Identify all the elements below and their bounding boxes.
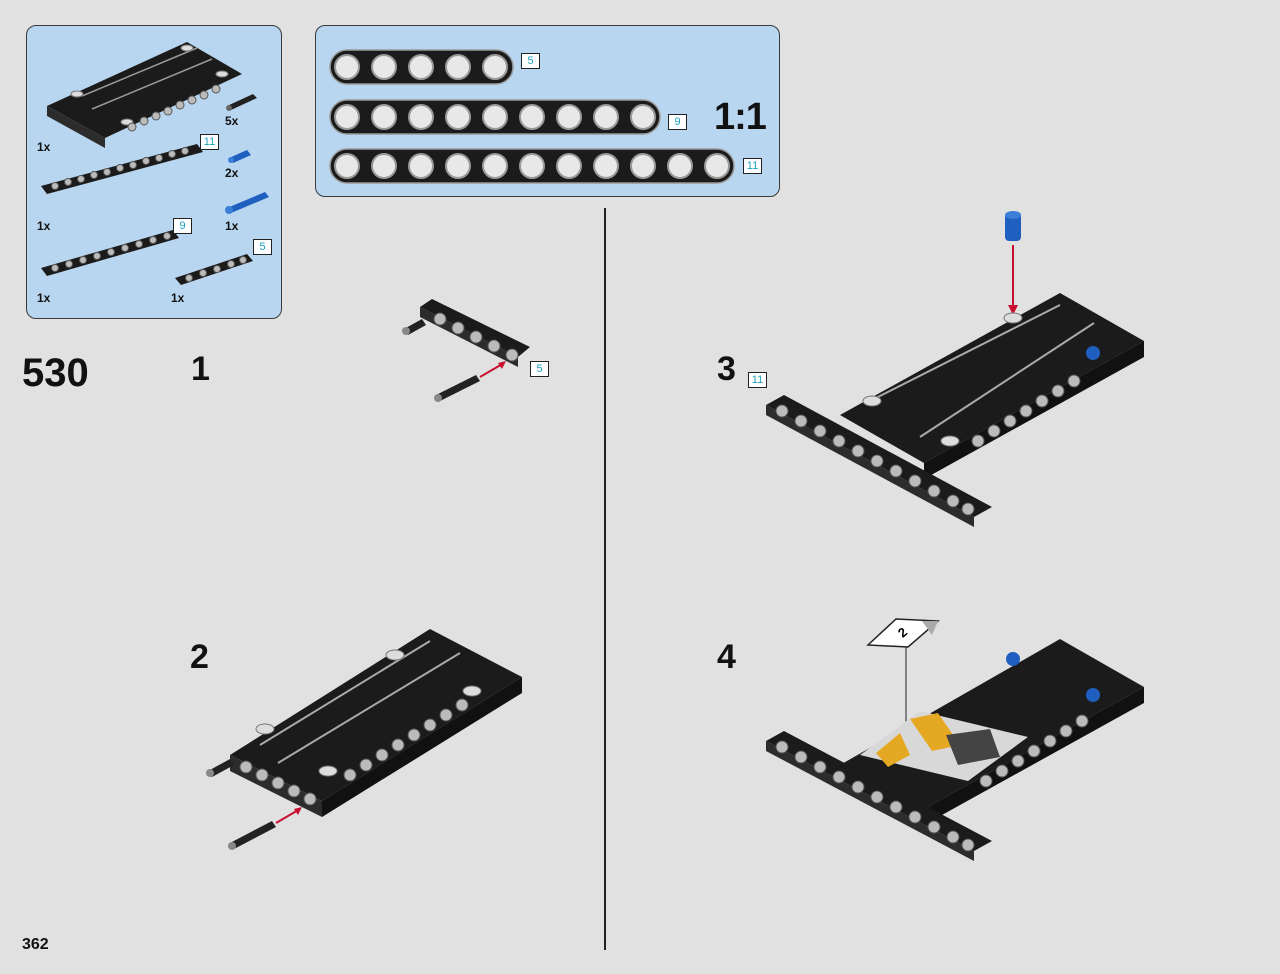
sub-build-number: 530 [22,351,89,395]
scale-beam-5 [329,49,514,85]
blue-pin-icon [228,150,251,163]
qty-blue-axle-pin: 1x [225,219,239,233]
qty-beam-11: 1x [37,219,51,233]
scale-label: 1:1 [714,96,767,138]
beam-plate-icon [47,42,242,148]
length-callout-9: 9 [173,218,192,234]
scale-panel: 5 9 11 1:1 [315,25,780,197]
qty-blue-pin: 2x [225,166,239,180]
step-2-illustration [206,629,522,850]
scale-beam-11 [329,148,735,184]
step-2-number: 2 [190,638,209,676]
step-3-illustration [766,211,1144,527]
step-4-number: 4 [717,638,736,676]
step-4-illustration: 2 [766,618,1144,861]
scale-beam-9 [329,99,661,135]
qty-beam-plate: 1x [37,140,51,154]
qty-beam-9: 1x [37,291,51,305]
step-3-callout: 11 [748,372,767,388]
beam-5-icon [175,254,253,285]
step-1-callout: 5 [530,361,549,377]
step-1-illustration [402,299,530,402]
scale-length-11: 11 [743,158,762,174]
scale-length-9: 9 [668,114,687,130]
black-pin-icon [226,94,257,111]
step-3-number: 3 [717,350,736,388]
qty-black-pin: 5x [225,114,239,128]
column-divider [604,208,606,950]
beam-9-icon [41,230,179,276]
scale-length-5: 5 [521,53,540,69]
page-number: 362 [22,936,49,953]
parts-list-panel: 1x 5x 2x 1x 1x 1x 1x 11 9 5 [26,25,282,319]
qty-beam-5: 1x [171,291,185,305]
length-callout-11: 11 [200,134,219,150]
blue-axle-pin-icon [225,192,269,214]
beam-11-icon [41,144,203,194]
length-callout-5: 5 [253,239,272,255]
step-1-number: 1 [191,350,210,388]
